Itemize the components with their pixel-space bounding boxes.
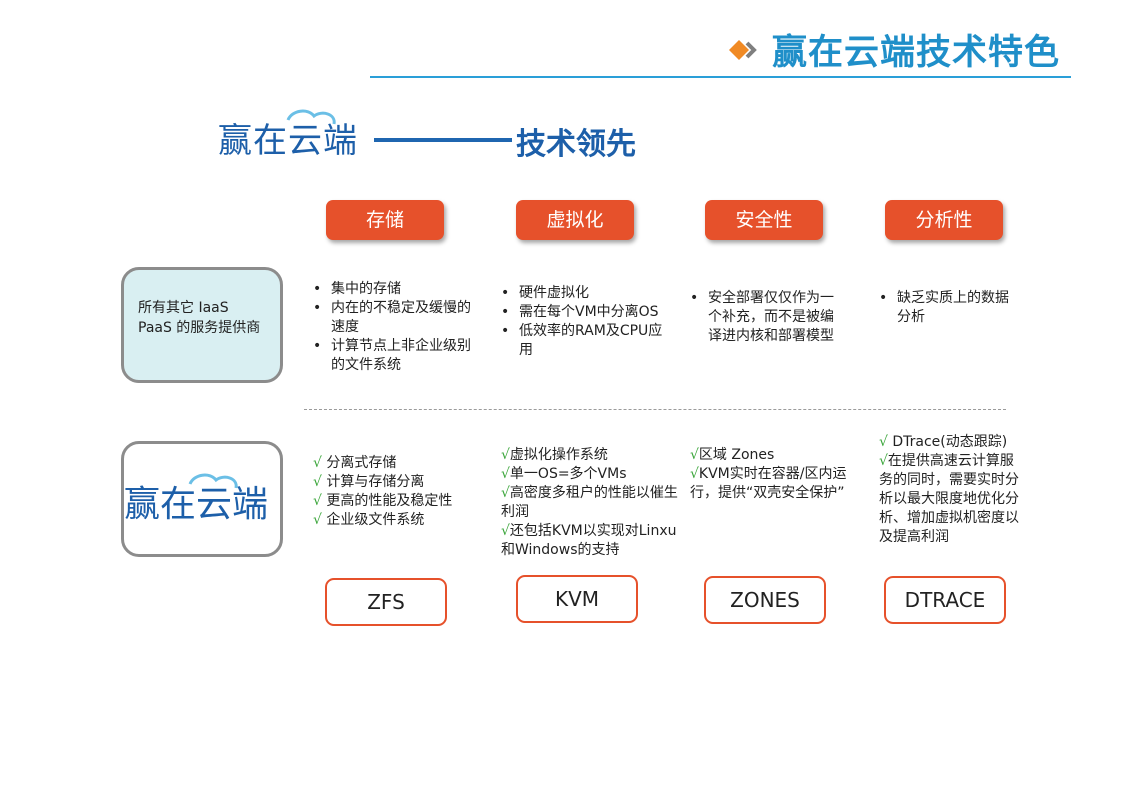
list-item: √ 计算与存储分离 [313,474,425,490]
diamond-bullet-icon [729,40,757,60]
check-icon: √ [690,466,699,482]
list-item: √ 企业级文件系统 [313,512,425,528]
list-item: √KVM实时在容器/区内运行，提供“双壳安全保护” [690,466,847,501]
others-storage-list: 集中的存储 内在的不稳定及缓慢的速度 计算节点上非企业级别的文件系统 [313,280,478,375]
category-virtualization: 虚拟化 [516,200,634,240]
tech-kvm: KVM [516,575,638,623]
ours-storage-list: √ 分离式存储 √ 计算与存储分离 √ 更高的性能及稳定性 √ 企业级文件系统 [313,454,463,530]
logo-text-large: 赢在云端 [124,484,268,524]
check-icon: √ [690,447,699,463]
tech-zones: ZONES [704,576,826,624]
check-icon: √ [501,485,510,501]
list-item: 缺乏实质上的数据分析 [879,289,1019,327]
list-item: √高密度多租户的性能以催生利润 [501,485,678,520]
list-item: 需在每个VM中分离OS [501,303,673,322]
list-item: 低效率的RAM及CPU应用 [501,322,673,360]
category-analytics: 分析性 [885,200,1003,240]
list-item: √在提供高速云计算服务的同时，需要实时分析以最大限度地优化分析、增加虚拟机密度以… [879,453,1019,545]
check-icon: √ [879,453,888,469]
page-title: 赢在云端技术特色 [772,33,1061,73]
check-icon: √ [501,447,510,463]
list-item: √虚拟化操作系统 [501,447,608,463]
check-icon: √ [501,466,510,482]
category-security: 安全性 [705,200,823,240]
other-providers-label: 所有其它 IaaS PaaS 的服务提供商 [138,300,261,336]
list-item: 内在的不稳定及缓慢的速度 [313,299,478,337]
list-item: √ DTrace(动态跟踪) [879,434,1008,450]
list-item: √区域 Zones [690,447,775,463]
ours-security-list: √区域 Zones √KVM实时在容器/区内运行，提供“双壳安全保护” [690,446,855,503]
check-icon: √ [879,434,888,450]
check-icon: √ [501,523,510,539]
others-analytics-list: 缺乏实质上的数据分析 [879,289,1019,327]
others-security-list: 安全部署仅仅作为一个补充，而不是被编译进内核和部署模型 [690,289,840,346]
our-brand-box [121,441,283,557]
ours-virtualization-list: √虚拟化操作系统 √单一OS=多个VMs √高密度多租户的性能以催生利润 √还包… [501,446,681,560]
list-item: √ 分离式存储 [313,455,397,471]
list-item: √还包括KVM以实现对Linxu和Windows的支持 [501,523,677,558]
check-icon: √ [313,474,322,490]
brand-logo: 赢在云端 [218,109,358,158]
list-item: 安全部署仅仅作为一个补充，而不是被编译进内核和部署模型 [690,289,840,346]
list-item: √单一OS=多个VMs [501,466,627,482]
section-divider [304,409,1006,410]
check-icon: √ [313,455,322,471]
category-storage: 存储 [326,200,444,240]
title-underline [370,76,1071,78]
tech-dtrace: DTRACE [884,576,1006,624]
list-item: 硬件虚拟化 [501,284,673,303]
check-icon: √ [313,493,322,509]
slogan-dash [374,138,512,142]
ours-analytics-list: √ DTrace(动态跟踪) √在提供高速云计算服务的同时，需要实时分析以最大限… [879,433,1027,547]
list-item: 计算节点上非企业级别的文件系统 [313,337,478,375]
check-icon: √ [313,512,322,528]
list-item: 集中的存储 [313,280,478,299]
logo-text: 赢在云端 [218,121,358,158]
tech-zfs: ZFS [325,578,447,626]
list-item: √ 更高的性能及稳定性 [313,493,453,509]
slogan-text: 技术领先 [516,127,636,162]
brand-logo-large: 赢在云端 [124,473,268,524]
other-providers-box [121,267,283,383]
others-virtualization-list: 硬件虚拟化 需在每个VM中分离OS 低效率的RAM及CPU应用 [501,284,673,360]
